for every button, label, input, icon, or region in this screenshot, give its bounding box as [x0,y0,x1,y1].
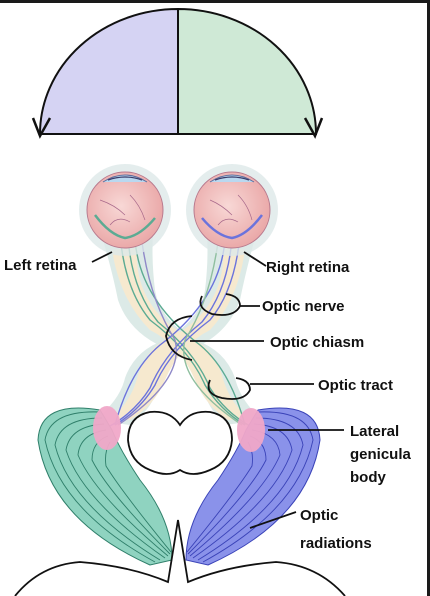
pointer-lines [91,251,344,529]
label-optic-radiations-2: radiations [300,535,372,552]
label-optic-chiasm: Optic chiasm [270,334,364,351]
top-border [0,0,430,3]
label-optic-radiations-1: Optic [300,507,338,524]
visual-field [31,7,324,139]
left-optic-radiations [37,407,173,566]
label-optic-nerve: Optic nerve [262,298,345,315]
left-eye [79,164,171,256]
right-field-arrow [303,117,324,139]
left-field-arrow [31,117,52,139]
left-lateral-geniculate-body [93,406,121,450]
right-border [427,0,430,596]
label-lateral-geniculate-2: genicula [350,446,412,463]
right-visual-field [177,7,318,135]
optic-fibers [109,234,251,427]
label-lateral-geniculate-3: body [350,469,386,486]
left-visual-field [38,7,179,135]
label-optic-tract: Optic tract [318,377,393,394]
brainstem-outline [127,410,233,475]
label-lateral-geniculate-1: Lateral [350,423,399,440]
right-eye [186,164,278,256]
label-left-retina: Left retina [4,257,77,274]
right-lateral-geniculate-body [237,408,265,452]
label-right-retina: Right retina [266,259,350,276]
occipital-outline [14,519,346,596]
